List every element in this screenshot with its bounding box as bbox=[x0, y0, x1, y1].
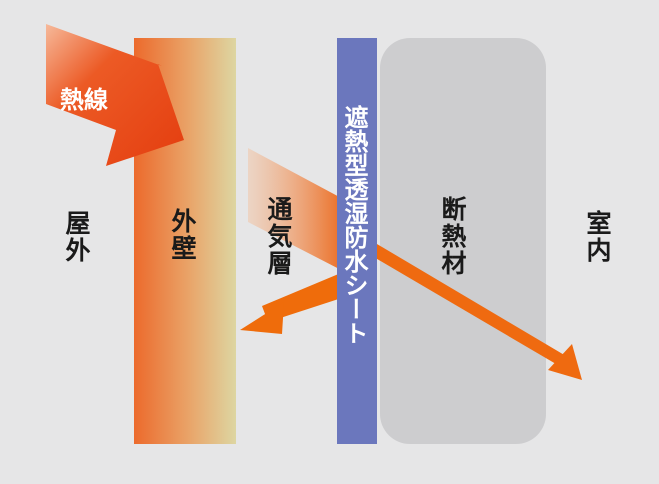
heat-ray-label: 熱線 bbox=[60, 86, 108, 114]
reflected-arrow bbox=[240, 270, 360, 334]
exterior-wall-label: 外壁 bbox=[168, 208, 197, 262]
air-layer-heat-flow bbox=[248, 148, 345, 272]
insulation-label: 断熱材 bbox=[438, 196, 467, 277]
insulation-block bbox=[380, 38, 546, 444]
transmitted-arrow bbox=[338, 228, 582, 380]
sheet-label: 遮熱型透湿防水シート bbox=[340, 105, 368, 345]
outdoor-label: 屋外 bbox=[62, 210, 91, 264]
heat-shield-sheet bbox=[337, 38, 377, 444]
indoor-label: 室内 bbox=[583, 210, 612, 264]
heat-ray-arrow bbox=[46, 24, 184, 166]
air-layer-label: 通気層 bbox=[264, 196, 293, 277]
